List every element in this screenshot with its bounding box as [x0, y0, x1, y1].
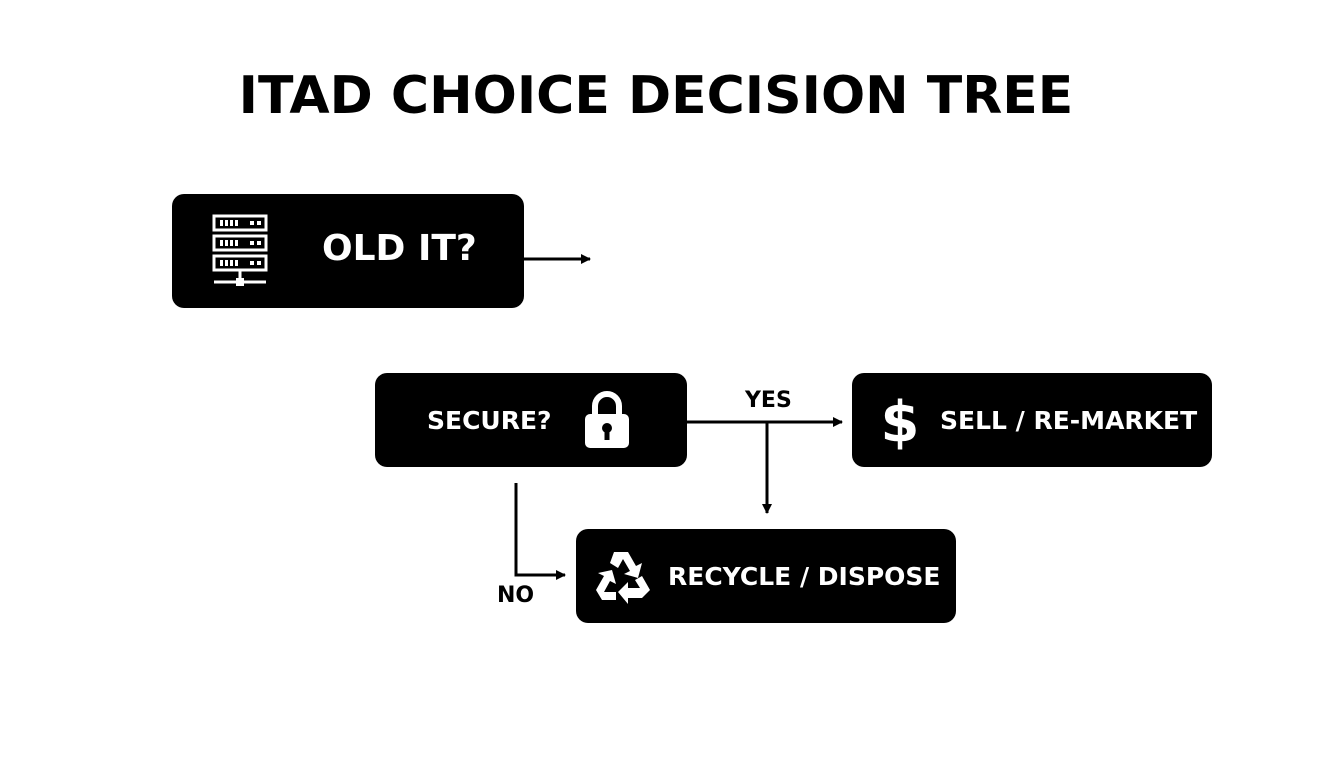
svg-text:$: $	[881, 390, 920, 451]
node-old-it: OLD IT?	[172, 194, 524, 308]
node-secure: SECURE?	[375, 373, 687, 467]
server-rack-icon	[212, 214, 270, 290]
node-secure-label: SECURE?	[427, 406, 552, 435]
node-old-it-label: OLD IT?	[322, 228, 477, 269]
node-recycle-label: RECYCLE / DISPOSE	[668, 562, 941, 591]
edge-label-yes: YES	[745, 388, 792, 413]
dollar-sign-icon: $	[880, 389, 920, 455]
arrow-no-to-recycle	[514, 483, 566, 580]
node-recycle-dispose: RECYCLE / DISPOSE	[576, 529, 956, 623]
padlock-icon	[583, 390, 631, 450]
recycle-icon	[592, 546, 656, 606]
edge-label-no: NO	[497, 583, 535, 608]
node-sell-remarket: $ SELL / RE-MARKET	[852, 373, 1212, 467]
diagram-title: ITAD CHOICE DECISION TREE	[238, 66, 1074, 126]
node-sell-label: SELL / RE-MARKET	[940, 406, 1198, 435]
